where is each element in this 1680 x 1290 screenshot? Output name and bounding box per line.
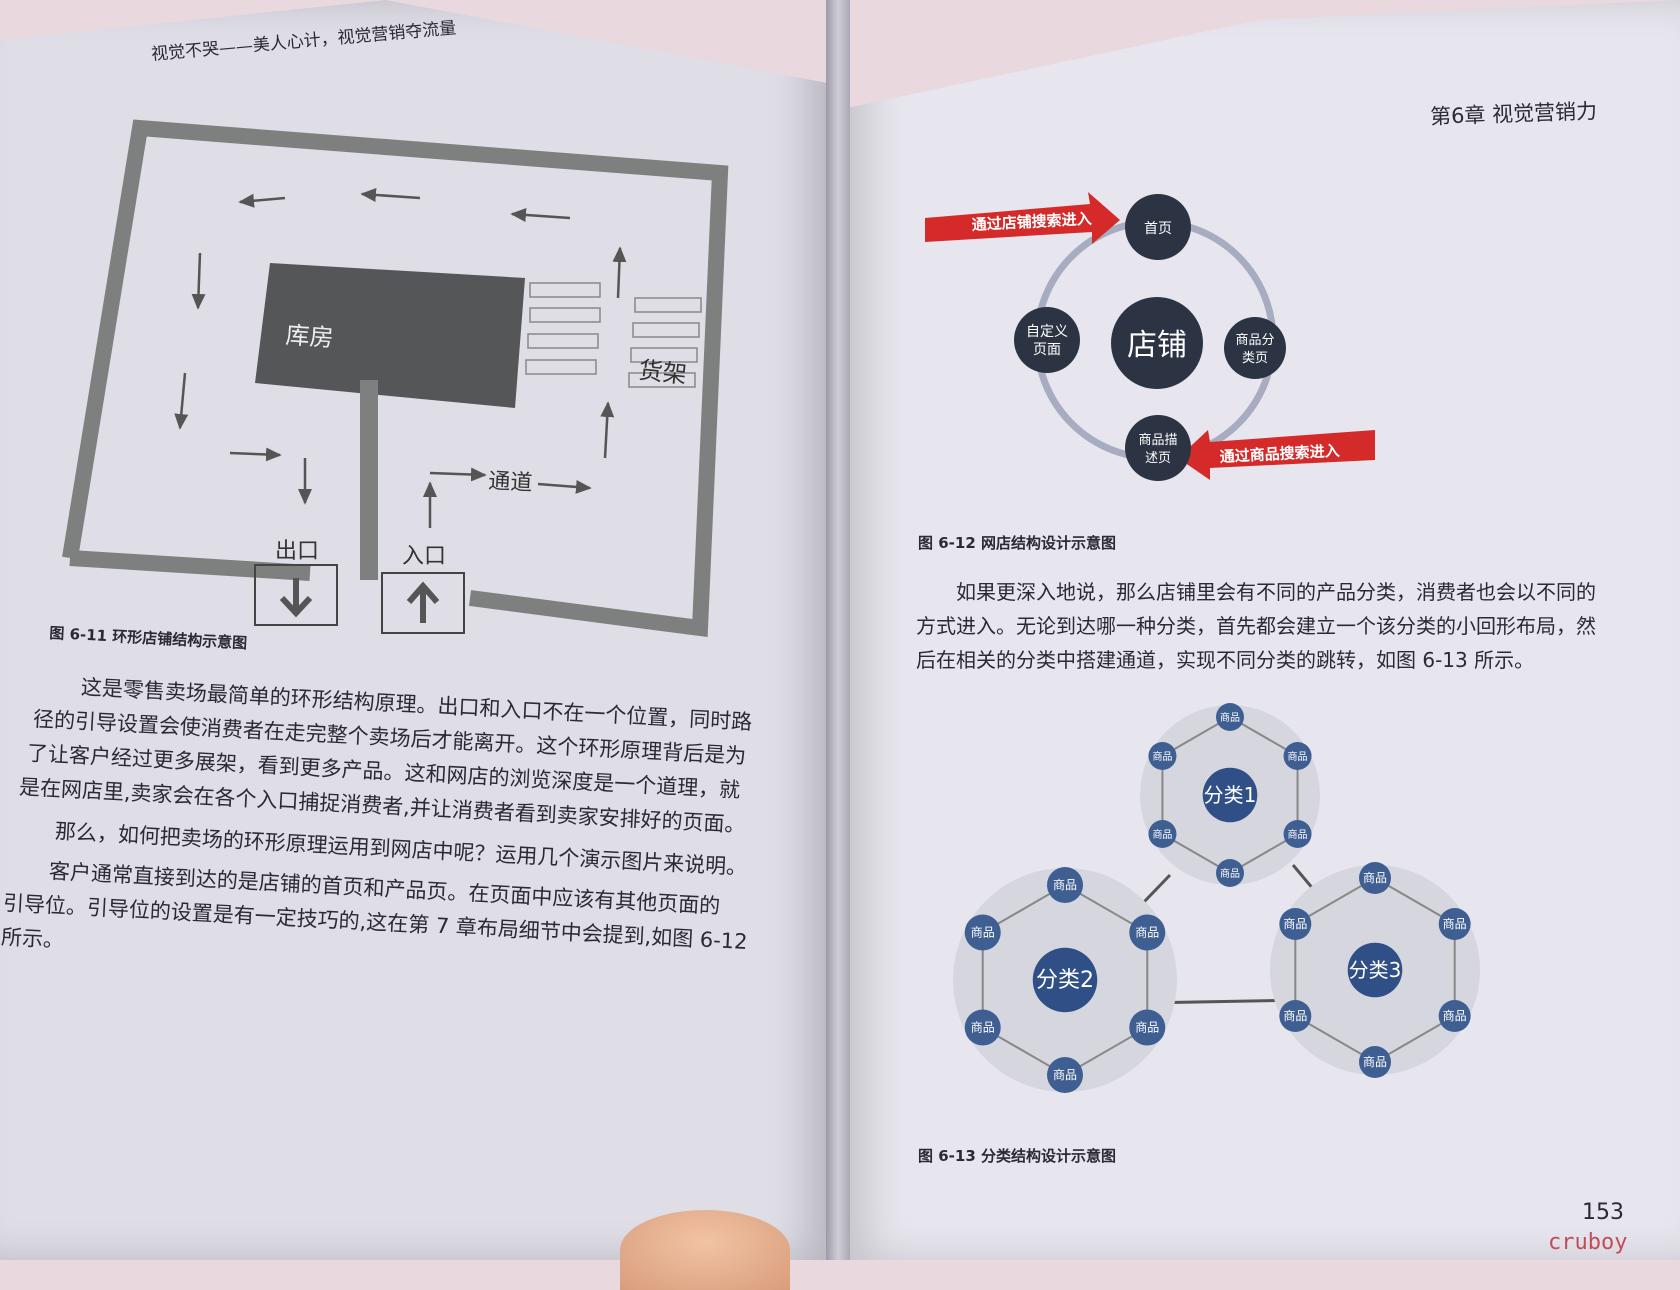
product-node-label: 商品 <box>1135 925 1159 940</box>
category-center-label: 分类3 <box>1349 958 1402 982</box>
right-running-head: 第6章 视觉营销力 <box>1429 99 1598 129</box>
product-node <box>1438 1000 1471 1032</box>
partition-wall <box>360 380 378 580</box>
product-node <box>1283 742 1312 770</box>
product-node <box>1148 820 1177 848</box>
category-center-node <box>1347 942 1403 998</box>
product-node-label: 商品 <box>1288 750 1308 763</box>
right-paragraph-line: 方式进入。无论到达哪一种分类，首先都会建立一个该分类的小回形布局，然 <box>916 614 1596 638</box>
product-node <box>1129 914 1166 951</box>
shelf-label: 货架 <box>637 356 688 389</box>
shelf-group <box>525 282 702 388</box>
product-search-arrow <box>1178 430 1375 480</box>
product-node-label: 商品 <box>1152 750 1172 763</box>
right-paragraph-line: 后在相关的分类中搭建通道，实现不同分类的跳转，如图 6-13 所示。 <box>916 648 1535 672</box>
custom-page-label: 自定义 <box>1026 324 1068 340</box>
product-node <box>964 1009 1001 1046</box>
product-node-label: 商品 <box>1443 916 1467 931</box>
aisle-label: 通道 <box>488 469 533 496</box>
product-node-label: 商品 <box>1363 870 1387 885</box>
product-node <box>1279 1000 1312 1032</box>
product-node-label: 商品 <box>1152 828 1172 841</box>
product-desc-node <box>1125 415 1191 481</box>
exit-box <box>254 564 338 626</box>
product-node-label: 商品 <box>1283 916 1307 931</box>
store-search-arrow <box>925 192 1120 244</box>
figure-6-12-diagram: 通过店铺搜索进入 通过商品搜索进入 店铺 首页 商品分 类页 商品描 述页 自定… <box>925 192 1375 481</box>
store-center-node <box>1111 297 1203 389</box>
product-node-label: 商品 <box>1288 828 1308 841</box>
right-paragraph-line: 如果更深入地说，那么店铺里会有不同的产品分类，消费者也会以不同的 <box>916 580 1596 604</box>
product-desc-label: 商品描 <box>1138 433 1177 448</box>
home-node-label: 首页 <box>1144 221 1172 237</box>
entrance-label: 入口 <box>402 544 446 569</box>
category-center-label: 分类1 <box>1204 783 1257 807</box>
product-node-label: 商品 <box>1135 1020 1159 1035</box>
product-node <box>1216 703 1244 731</box>
product-node <box>1438 908 1471 940</box>
exit-arrow-icon <box>279 578 313 618</box>
watermark: cruboy <box>1548 1230 1628 1255</box>
product-node-label: 商品 <box>1220 711 1240 724</box>
category-page-node <box>1224 317 1286 379</box>
reader-thumb <box>620 1210 790 1290</box>
product-node-label: 商品 <box>1053 1067 1077 1082</box>
figure-6-11-diagram: 库房 货架 通道 出口 入口 <box>62 119 729 638</box>
product-node <box>964 914 1001 951</box>
product-node <box>1283 820 1312 848</box>
product-node-label: 商品 <box>1053 877 1077 892</box>
product-node <box>1047 867 1083 903</box>
storeroom-block <box>255 263 525 408</box>
category-center-node <box>1202 767 1258 823</box>
flow-arrows <box>174 187 627 528</box>
product-node <box>1359 862 1391 894</box>
figure-6-13-caption: 图 6-13 分类结构设计示意图 <box>918 1147 1116 1165</box>
exit-label: 出口 <box>275 539 319 564</box>
custom-page-label: 页面 <box>1033 342 1061 358</box>
product-node <box>1129 1009 1166 1046</box>
category-center-node <box>1032 947 1098 1013</box>
product-node-label: 商品 <box>971 1020 995 1035</box>
product-node-label: 商品 <box>1283 1008 1307 1023</box>
store-exit-wall <box>69 550 311 581</box>
store-center-label: 店铺 <box>1127 328 1187 363</box>
left-paragraph-line: 所示。 <box>0 924 65 953</box>
product-node <box>1216 859 1244 887</box>
product-node-label: 商品 <box>1363 1054 1387 1069</box>
custom-page-node <box>1014 307 1080 373</box>
product-node <box>1047 1057 1083 1093</box>
page-number: 153 <box>1582 1200 1624 1225</box>
figure-6-12-caption: 图 6-12 网店结构设计示意图 <box>918 534 1116 552</box>
product-node-label: 商品 <box>1220 867 1240 880</box>
entrance-arrow-icon <box>406 581 440 623</box>
category-center-label: 分类2 <box>1036 968 1094 993</box>
category-page-label: 商品分 <box>1235 333 1274 348</box>
home-node <box>1125 194 1191 260</box>
product-node <box>1359 1046 1391 1078</box>
product-node <box>1279 908 1312 940</box>
product-node-label: 商品 <box>1443 1008 1467 1023</box>
product-desc-label: 述页 <box>1145 451 1171 466</box>
product-node-label: 商品 <box>971 925 995 940</box>
storeroom-label: 库房 <box>285 321 335 352</box>
store-outer-wall <box>62 119 729 638</box>
book-spine <box>826 0 850 1260</box>
entrance-box <box>381 572 465 634</box>
category-page-label: 类页 <box>1242 351 1268 366</box>
product-node <box>1148 742 1177 770</box>
